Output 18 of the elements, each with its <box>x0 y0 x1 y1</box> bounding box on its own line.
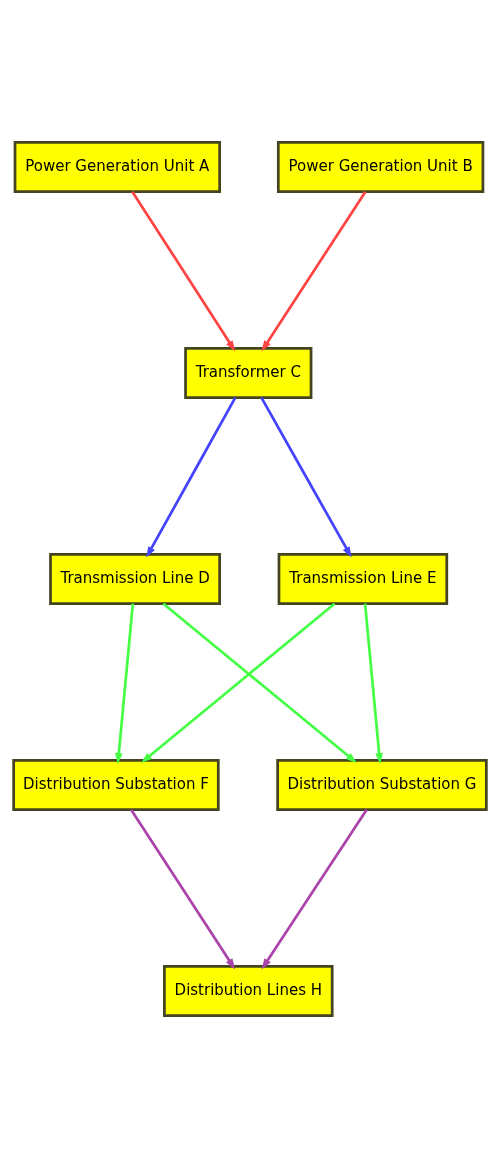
arrow <box>131 190 236 351</box>
arrow <box>146 396 237 558</box>
node-box: Distribution Substation G <box>276 758 488 811</box>
arrow <box>363 603 383 764</box>
node-box: Power Generation Unit B <box>276 140 485 193</box>
node-box: Transmission Line D <box>49 552 221 605</box>
node-box: Distribution Lines H <box>163 964 334 1017</box>
arrow <box>130 808 236 969</box>
arrow <box>261 808 368 969</box>
arrow <box>115 603 135 764</box>
arrow <box>162 602 357 763</box>
node-box: Transmission Line E <box>277 552 449 605</box>
node-box: Distribution Substation F <box>12 758 220 811</box>
node-box: Power Generation Unit A <box>13 140 221 193</box>
arrow <box>260 396 352 558</box>
node-box: Transformer C <box>184 346 313 399</box>
arrow <box>141 602 336 763</box>
arrow <box>261 190 367 351</box>
